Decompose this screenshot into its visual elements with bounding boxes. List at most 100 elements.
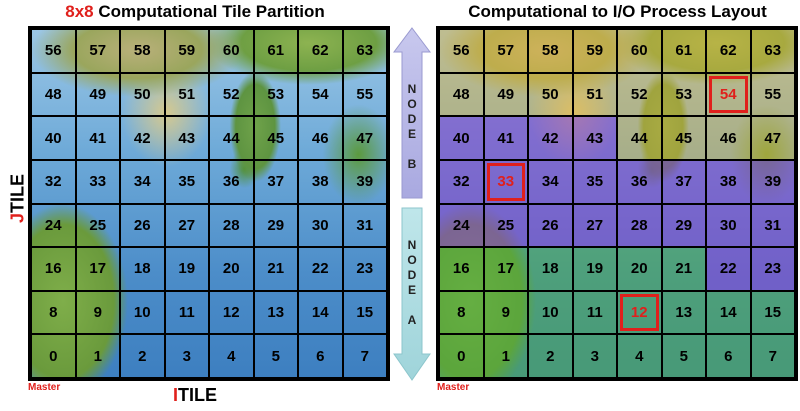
right-tile-58: 58 — [528, 29, 573, 73]
left-tile-31: 31 — [342, 203, 387, 248]
right-tile-6: 6 — [706, 334, 751, 378]
right-tile-50: 50 — [528, 72, 573, 117]
node-a-letter: D — [407, 268, 417, 282]
left-tile-17: 17 — [75, 247, 120, 291]
left-tile-7: 7 — [342, 334, 387, 378]
right-tile-51: 51 — [572, 72, 617, 117]
left-tile-48: 48 — [31, 72, 76, 117]
left-tile-22: 22 — [298, 247, 343, 291]
left-tile-45: 45 — [253, 116, 298, 160]
right-tile-9: 9 — [483, 290, 528, 335]
node-b-letter: O — [407, 97, 417, 111]
right-tile-3: 3 — [572, 334, 617, 378]
itile-label: ITILE — [150, 385, 240, 406]
left-tile-61: 61 — [253, 29, 298, 73]
left-tile-19: 19 — [164, 247, 209, 291]
right-tile-28: 28 — [617, 203, 662, 248]
node-a-letter: A — [407, 313, 417, 327]
right-tile-54: 54 — [706, 72, 751, 117]
left-tile-42: 42 — [120, 116, 165, 160]
itile-rest: TILE — [178, 385, 217, 405]
jtile-accent: J — [7, 213, 28, 224]
right-master-label: Master — [437, 382, 470, 393]
right-tile-2: 2 — [528, 334, 573, 378]
right-tile-61: 61 — [661, 29, 706, 73]
left-tile-13: 13 — [253, 290, 298, 335]
right-tile-8: 8 — [439, 290, 484, 335]
node-a-letter: E — [407, 283, 416, 297]
right-tile-59: 59 — [572, 29, 617, 73]
left-tile-2: 2 — [120, 334, 165, 378]
left-tile-6: 6 — [298, 334, 343, 378]
right-tile-40: 40 — [439, 116, 484, 160]
left-tile-40: 40 — [31, 116, 76, 160]
node-b-letter: N — [407, 82, 417, 96]
right-tile-38: 38 — [706, 159, 751, 204]
right-tile-43: 43 — [572, 116, 617, 160]
left-tile-27: 27 — [164, 203, 209, 248]
left-tile-53: 53 — [253, 72, 298, 117]
right-tile-53: 53 — [661, 72, 706, 117]
right-tile-29: 29 — [661, 203, 706, 248]
right-tile-13: 13 — [661, 290, 706, 335]
left-tile-34: 34 — [120, 159, 165, 204]
right-tile-33: 33 — [483, 159, 528, 204]
left-tile-49: 49 — [75, 72, 120, 117]
right-tile-60: 60 — [617, 29, 662, 73]
left-tile-62: 62 — [298, 29, 343, 73]
node-a-arrow — [393, 207, 431, 381]
left-tile-33: 33 — [75, 159, 120, 204]
left-tile-35: 35 — [164, 159, 209, 204]
left-tile-26: 26 — [120, 203, 165, 248]
right-tile-34: 34 — [528, 159, 573, 204]
left-tile-29: 29 — [253, 203, 298, 248]
right-tile-1: 1 — [483, 334, 528, 378]
left-tile-23: 23 — [342, 247, 387, 291]
left-tile-46: 46 — [298, 116, 343, 160]
left-tile-63: 63 — [342, 29, 387, 73]
right-tile-26: 26 — [528, 203, 573, 248]
right-tile-15: 15 — [750, 290, 795, 335]
right-tile-7: 7 — [750, 334, 795, 378]
right-tile-22: 22 — [706, 247, 751, 291]
right-tile-12: 12 — [617, 290, 662, 335]
left-tile-5: 5 — [253, 334, 298, 378]
right-tile-44: 44 — [617, 116, 662, 160]
right-tile-31: 31 — [750, 203, 795, 248]
node-b-arrow — [393, 27, 431, 199]
left-tile-14: 14 — [298, 290, 343, 335]
right-title: Computational to I/O Process Layout — [468, 2, 767, 21]
left-tile-8: 8 — [31, 290, 76, 335]
left-tile-36: 36 — [209, 159, 254, 204]
left-tile-18: 18 — [120, 247, 165, 291]
left-tile-43: 43 — [164, 116, 209, 160]
left-tile-24: 24 — [31, 203, 76, 248]
right-tile-41: 41 — [483, 116, 528, 160]
right-tile-21: 21 — [661, 247, 706, 291]
right-tile-42: 42 — [528, 116, 573, 160]
left-title-accent: 8x8 — [65, 2, 94, 21]
node-a-letter — [398, 298, 426, 313]
right-tile-23: 23 — [750, 247, 795, 291]
right-tile-18: 18 — [528, 247, 573, 291]
right-tile-63: 63 — [750, 29, 795, 73]
right-tile-4: 4 — [617, 334, 662, 378]
right-tile-16: 16 — [439, 247, 484, 291]
right-tile-5: 5 — [661, 334, 706, 378]
left-tile-3: 3 — [164, 334, 209, 378]
right-tile-10: 10 — [528, 290, 573, 335]
left-tile-12: 12 — [209, 290, 254, 335]
node-double-arrow — [393, 27, 431, 381]
right-tile-32: 32 — [439, 159, 484, 204]
right-tile-11: 11 — [572, 290, 617, 335]
left-tile-28: 28 — [209, 203, 254, 248]
left-tile-54: 54 — [298, 72, 343, 117]
right-tile-56: 56 — [439, 29, 484, 73]
left-tile-50: 50 — [120, 72, 165, 117]
left-master-label: Master — [28, 382, 61, 393]
